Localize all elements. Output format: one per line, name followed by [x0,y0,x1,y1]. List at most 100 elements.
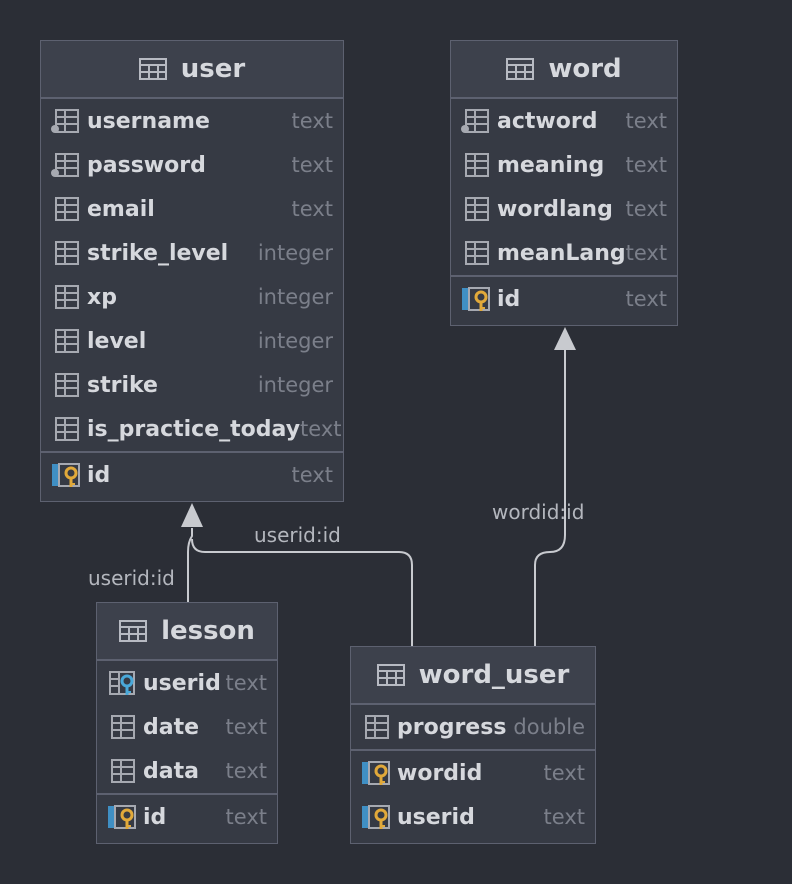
column-row[interactable]: actword text [451,99,677,143]
column-type: text [625,197,667,221]
column-type: text [625,153,667,177]
column-name: progress [397,714,507,740]
foreign-key-icon [109,671,135,695]
column-name: actword [497,108,598,134]
column-name: id [497,286,521,312]
column-row[interactable]: progress double [351,705,595,749]
column-row[interactable]: strike integer [41,363,343,407]
table-word[interactable]: word actword text meaning text wordlang … [450,40,678,326]
relation-label-lesson-user: userid:id [88,566,175,590]
column-name: username [87,108,210,134]
primary-key-icon [362,761,390,785]
column-name: strike_level [87,240,229,266]
column-icon [55,285,79,309]
column-type: text [291,197,333,221]
table-header: word_user [351,647,595,705]
column-name: id [87,462,111,488]
column-icon [465,241,489,265]
column-icon [465,197,489,221]
column-type: integer [257,285,333,309]
column-name: is_practice_today [87,416,301,442]
column-icon [55,197,79,221]
table-word-user[interactable]: word_user progress double wordid text us… [350,646,596,844]
table-icon [506,58,535,80]
column-icon [55,373,79,397]
column-name: id [143,804,167,830]
table-header: user [41,41,343,99]
column-name: password [87,152,206,178]
column-row[interactable]: date text [97,705,277,749]
column-type: text [225,715,267,739]
lesson-to-user-line [187,528,193,602]
column-icon [55,241,79,265]
column-icon [365,715,389,739]
table-icon [138,58,167,80]
table-user[interactable]: user username text password text email t… [40,40,344,502]
column-type: double [513,715,585,739]
column-name: strike [87,372,158,398]
key-row[interactable]: id text [97,795,277,839]
key-separator [41,451,343,453]
key-row[interactable]: id text [451,277,677,321]
key-row[interactable]: id text [41,453,343,497]
column-type: text [225,671,267,695]
relation-label-word-user-word: wordid:id [492,500,585,524]
column-type: text [225,805,267,829]
column-row[interactable]: data text [97,749,277,793]
column-row[interactable]: email text [41,187,343,231]
column-name: email [87,196,155,222]
column-row[interactable]: xp integer [41,275,343,319]
column-row[interactable]: strike_level integer [41,231,343,275]
column-row[interactable]: userid text [97,661,277,705]
column-row[interactable]: meanLang text [451,231,677,275]
column-type: text [625,109,667,133]
key-row[interactable]: wordid text [351,751,595,795]
key-separator [97,793,277,795]
column-name: date [143,714,200,740]
column-icon [55,329,79,353]
column-name: userid [397,804,475,830]
word-user-to-word-line [534,350,566,646]
column-row[interactable]: meaning text [451,143,677,187]
table-title: word [548,54,622,84]
primary-key-icon [108,805,136,829]
column-row[interactable]: wordlang text [451,187,677,231]
column-name: meanLang [497,240,626,266]
column-type: text [291,153,333,177]
table-lesson[interactable]: lesson userid text date text data text i… [96,602,278,844]
not-null-column-icon [51,109,79,133]
column-row[interactable]: level integer [41,319,343,363]
column-type: text [543,805,585,829]
column-type: integer [257,373,333,397]
column-type: integer [257,329,333,353]
column-type: text [291,109,333,133]
relation-label-word-user-user: userid:id [254,523,341,547]
column-name: data [143,758,199,784]
not-null-column-icon [51,153,79,177]
column-icon [111,715,135,739]
key-row[interactable]: userid text [351,795,595,839]
primary-key-icon [52,463,80,487]
column-icon [465,153,489,177]
key-separator [351,749,595,751]
word-arrowhead [554,327,576,350]
table-header: word [451,41,677,99]
column-row[interactable]: username text [41,99,343,143]
column-icon [55,417,79,441]
column-row[interactable]: password text [41,143,343,187]
column-name: meaning [497,152,605,178]
column-type: text [291,463,333,487]
not-null-column-icon [461,109,489,133]
column-row[interactable]: is_practice_today text [41,407,343,451]
primary-key-icon [462,287,490,311]
key-separator [451,275,677,277]
column-type: text [543,761,585,785]
column-name: level [87,328,147,354]
column-name: wordid [397,760,483,786]
column-icon [111,759,135,783]
column-name: userid [143,670,221,696]
table-icon [119,620,148,642]
user-arrowhead [181,503,203,527]
word-user-to-user-line [191,538,413,646]
